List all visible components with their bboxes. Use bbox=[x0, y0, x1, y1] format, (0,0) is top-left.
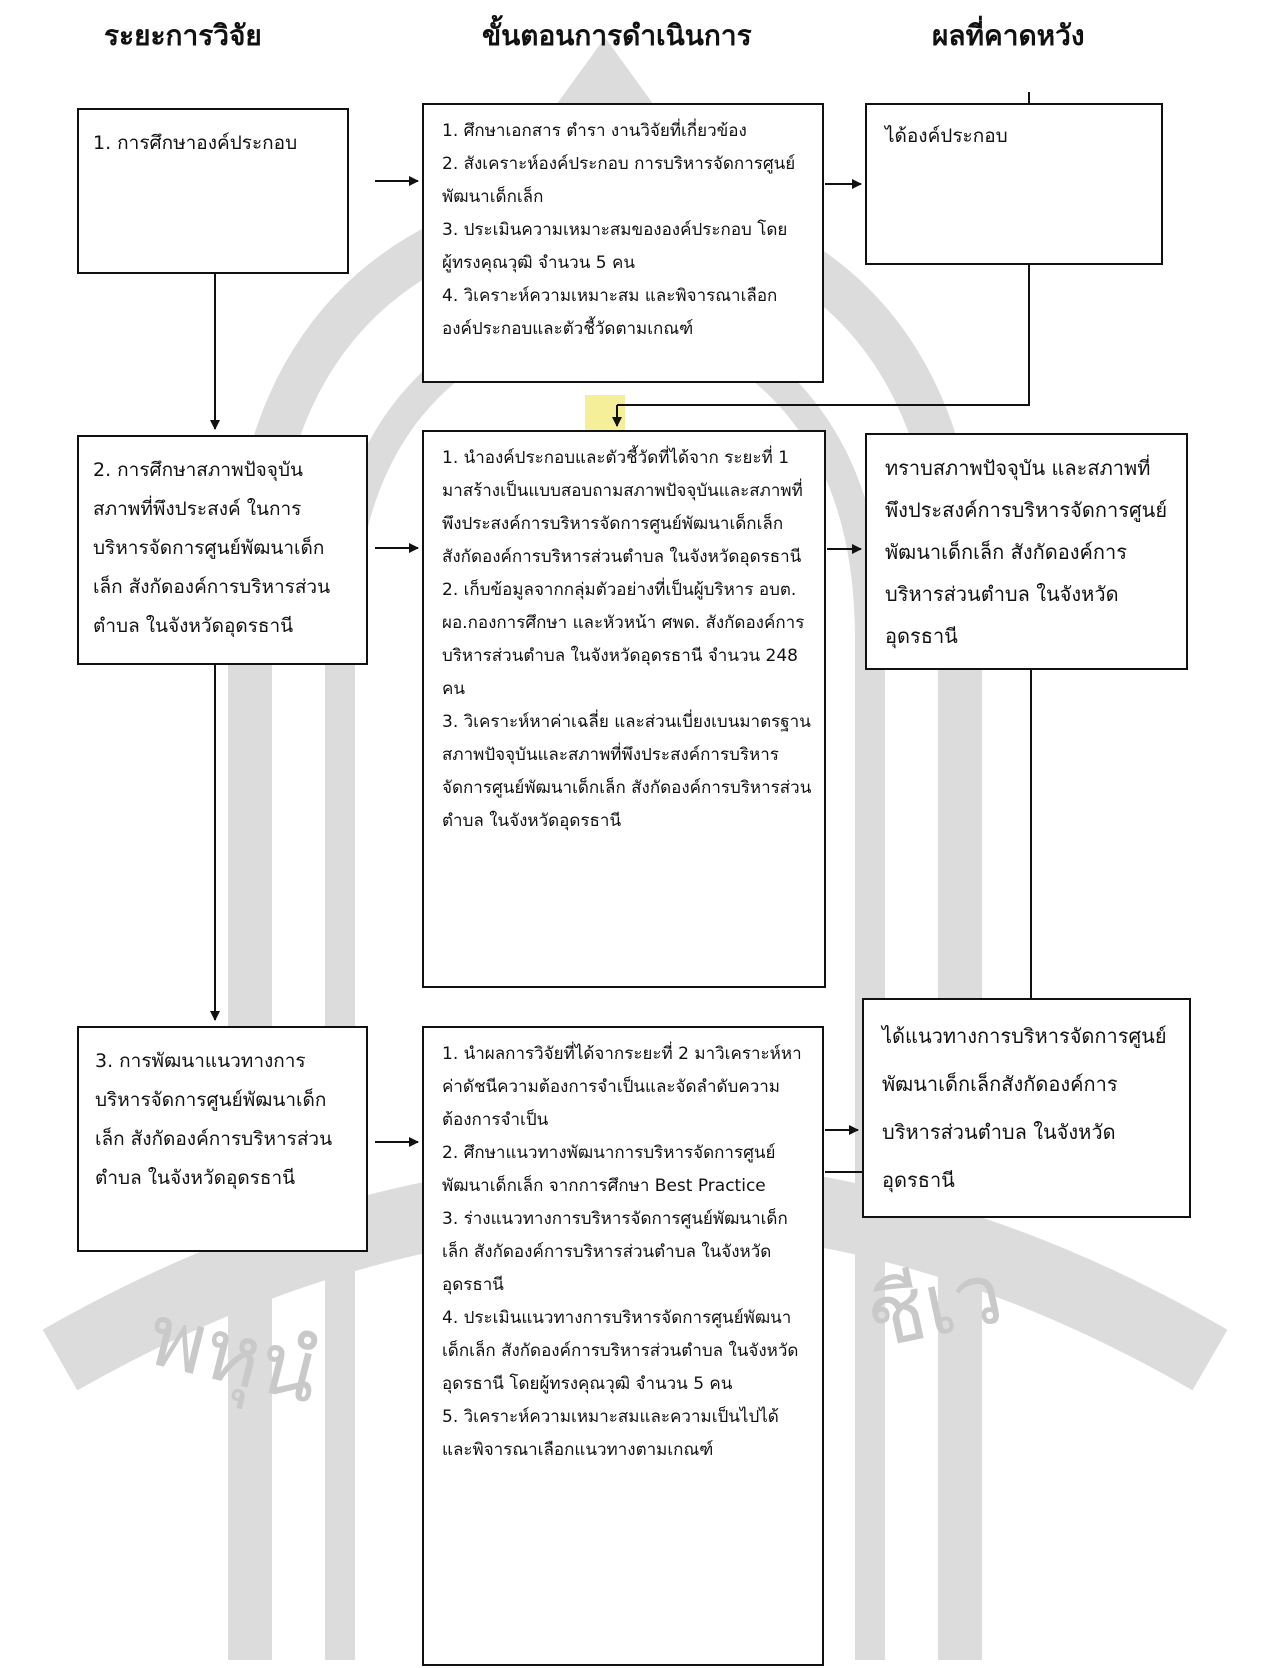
result-text: ทราบสภาพปัจจุบัน และสภาพที่พึงประสงค์การ… bbox=[885, 456, 1168, 648]
process-step: 1. นำผลการวิจัยที่ได้จากระยะที่ 2 มาวิเค… bbox=[442, 1044, 802, 1130]
result-box-3: ได้แนวทางการบริหารจัดการศูนย์พัฒนาเด็กเล… bbox=[862, 998, 1191, 1218]
process-step: 1. นำองค์ประกอบและตัวชี้วัดที่ได้จาก ระย… bbox=[442, 448, 803, 567]
header-stage: ระยะการวิจัย bbox=[104, 19, 262, 52]
result-box-2: ทราบสภาพปัจจุบัน และสภาพที่พึงประสงค์การ… bbox=[865, 433, 1188, 670]
stage-text: 2. การศึกษาสภาพปัจจุบัน สภาพที่พึงประสงค… bbox=[93, 459, 331, 637]
process-step: 5. วิเคราะห์ความเหมาะสมและความเป็นไปได้ … bbox=[442, 1407, 779, 1460]
process-step: 4. ประเมินแนวทางการบริหารจัดการศูนย์พัฒน… bbox=[442, 1308, 799, 1394]
process-box-2: 1. นำองค์ประกอบและตัวชี้วัดที่ได้จาก ระย… bbox=[422, 430, 826, 988]
result-box-1: ได้องค์ประกอบ bbox=[865, 103, 1163, 265]
result-text: ได้แนวทางการบริหารจัดการศูนย์พัฒนาเด็กเล… bbox=[882, 1024, 1167, 1192]
stage-text: 1. การศึกษาองค์ประกอบ bbox=[93, 132, 298, 154]
process-step: 2. เก็บข้อมูลจากกลุ่มตัวอย่างที่เป็นผู้บ… bbox=[442, 580, 805, 699]
process-step: 3. วิเคราะห์หาค่าเฉลี่ย และส่วนเบี่ยงเบน… bbox=[442, 712, 812, 831]
result-text: ได้องค์ประกอบ bbox=[885, 125, 1008, 147]
process-step: 4. วิเคราะห์ความเหมาะสม และพิจารณาเลือก … bbox=[442, 286, 778, 339]
stage-box-1: 1. การศึกษาองค์ประกอบ bbox=[77, 108, 349, 274]
process-step: 2. ศึกษาแนวทางพัฒนาการบริหารจัดการศูนย์พ… bbox=[442, 1143, 776, 1196]
process-step: 3. ประเมินความเหมาะสมขององค์ประกอบ โดยผู… bbox=[442, 220, 788, 273]
stage-box-2: 2. การศึกษาสภาพปัจจุบัน สภาพที่พึงประสงค… bbox=[77, 435, 368, 665]
process-step: 3. ร่างแนวทางการบริหารจัดการศูนย์พัฒนาเด… bbox=[442, 1209, 788, 1295]
process-box-3: 1. นำผลการวิจัยที่ได้จากระยะที่ 2 มาวิเค… bbox=[422, 1026, 824, 1666]
process-step: 2. สังเคราะห์องค์ประกอบ การบริหารจัดการศ… bbox=[442, 154, 796, 207]
watermark-text-left: พหุนํ bbox=[138, 1285, 330, 1426]
stage-box-3: 3. การพัฒนาแนวทางการบริหารจัดการศูนย์พัฒ… bbox=[77, 1026, 368, 1252]
header-result: ผลที่คาดหวัง bbox=[932, 19, 1085, 52]
process-box-1: 1. ศึกษาเอกสาร ตำรา งานวิจัยที่เกี่ยวข้อ… bbox=[422, 103, 824, 383]
stage-text: 3. การพัฒนาแนวทางการบริหารจัดการศูนย์พัฒ… bbox=[95, 1050, 333, 1189]
process-step: 1. ศึกษาเอกสาร ตำรา งานวิจัยที่เกี่ยวข้อ… bbox=[442, 121, 747, 141]
header-process: ขั้นตอนการดำเนินการ bbox=[482, 19, 752, 52]
